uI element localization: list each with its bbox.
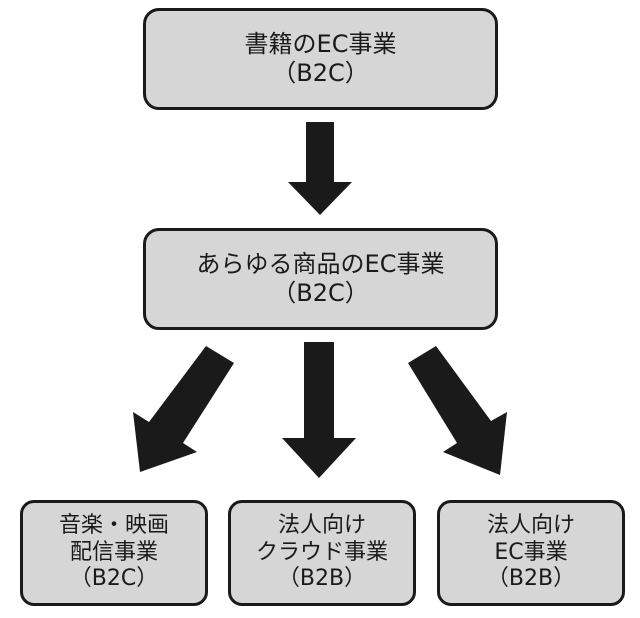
arrow-top-to-middle — [288, 122, 352, 215]
arrow-middle-to-cloud — [282, 342, 356, 478]
node-cloud-line-2: クラウド事業 — [255, 539, 388, 565]
node-cloud-line-1: 法人向け — [277, 512, 366, 538]
node-book-ec-title: 書籍のEC事業 — [244, 29, 397, 58]
arrow-middle-to-music — [133, 346, 234, 472]
node-music-line-2: 配信事業 — [69, 539, 158, 565]
node-all-products-ec-type: （B2C） — [272, 279, 369, 307]
node-book-ec: 書籍のEC事業 （B2C） — [143, 8, 498, 110]
node-b2b-line-2: EC事業 — [494, 539, 568, 565]
node-cloud-type: （B2B） — [277, 566, 367, 592]
node-b2b-type: （B2B） — [486, 566, 576, 592]
node-book-ec-type: （B2C） — [272, 59, 369, 87]
node-music-type: （B2C） — [69, 566, 159, 592]
arrow-middle-to-b2b — [408, 346, 507, 475]
node-all-products-ec: あらゆる商品のEC事業 （B2C） — [143, 228, 498, 330]
node-enterprise-ec: 法人向け EC事業 （B2B） — [437, 500, 625, 606]
node-music-video-streaming: 音楽・映画 配信事業 （B2C） — [20, 500, 208, 606]
node-all-products-ec-title: あらゆる商品のEC事業 — [196, 249, 445, 278]
node-music-line-1: 音楽・映画 — [58, 512, 169, 538]
node-b2b-line-1: 法人向け — [486, 512, 575, 538]
node-enterprise-cloud: 法人向け クラウド事業 （B2B） — [228, 500, 416, 606]
